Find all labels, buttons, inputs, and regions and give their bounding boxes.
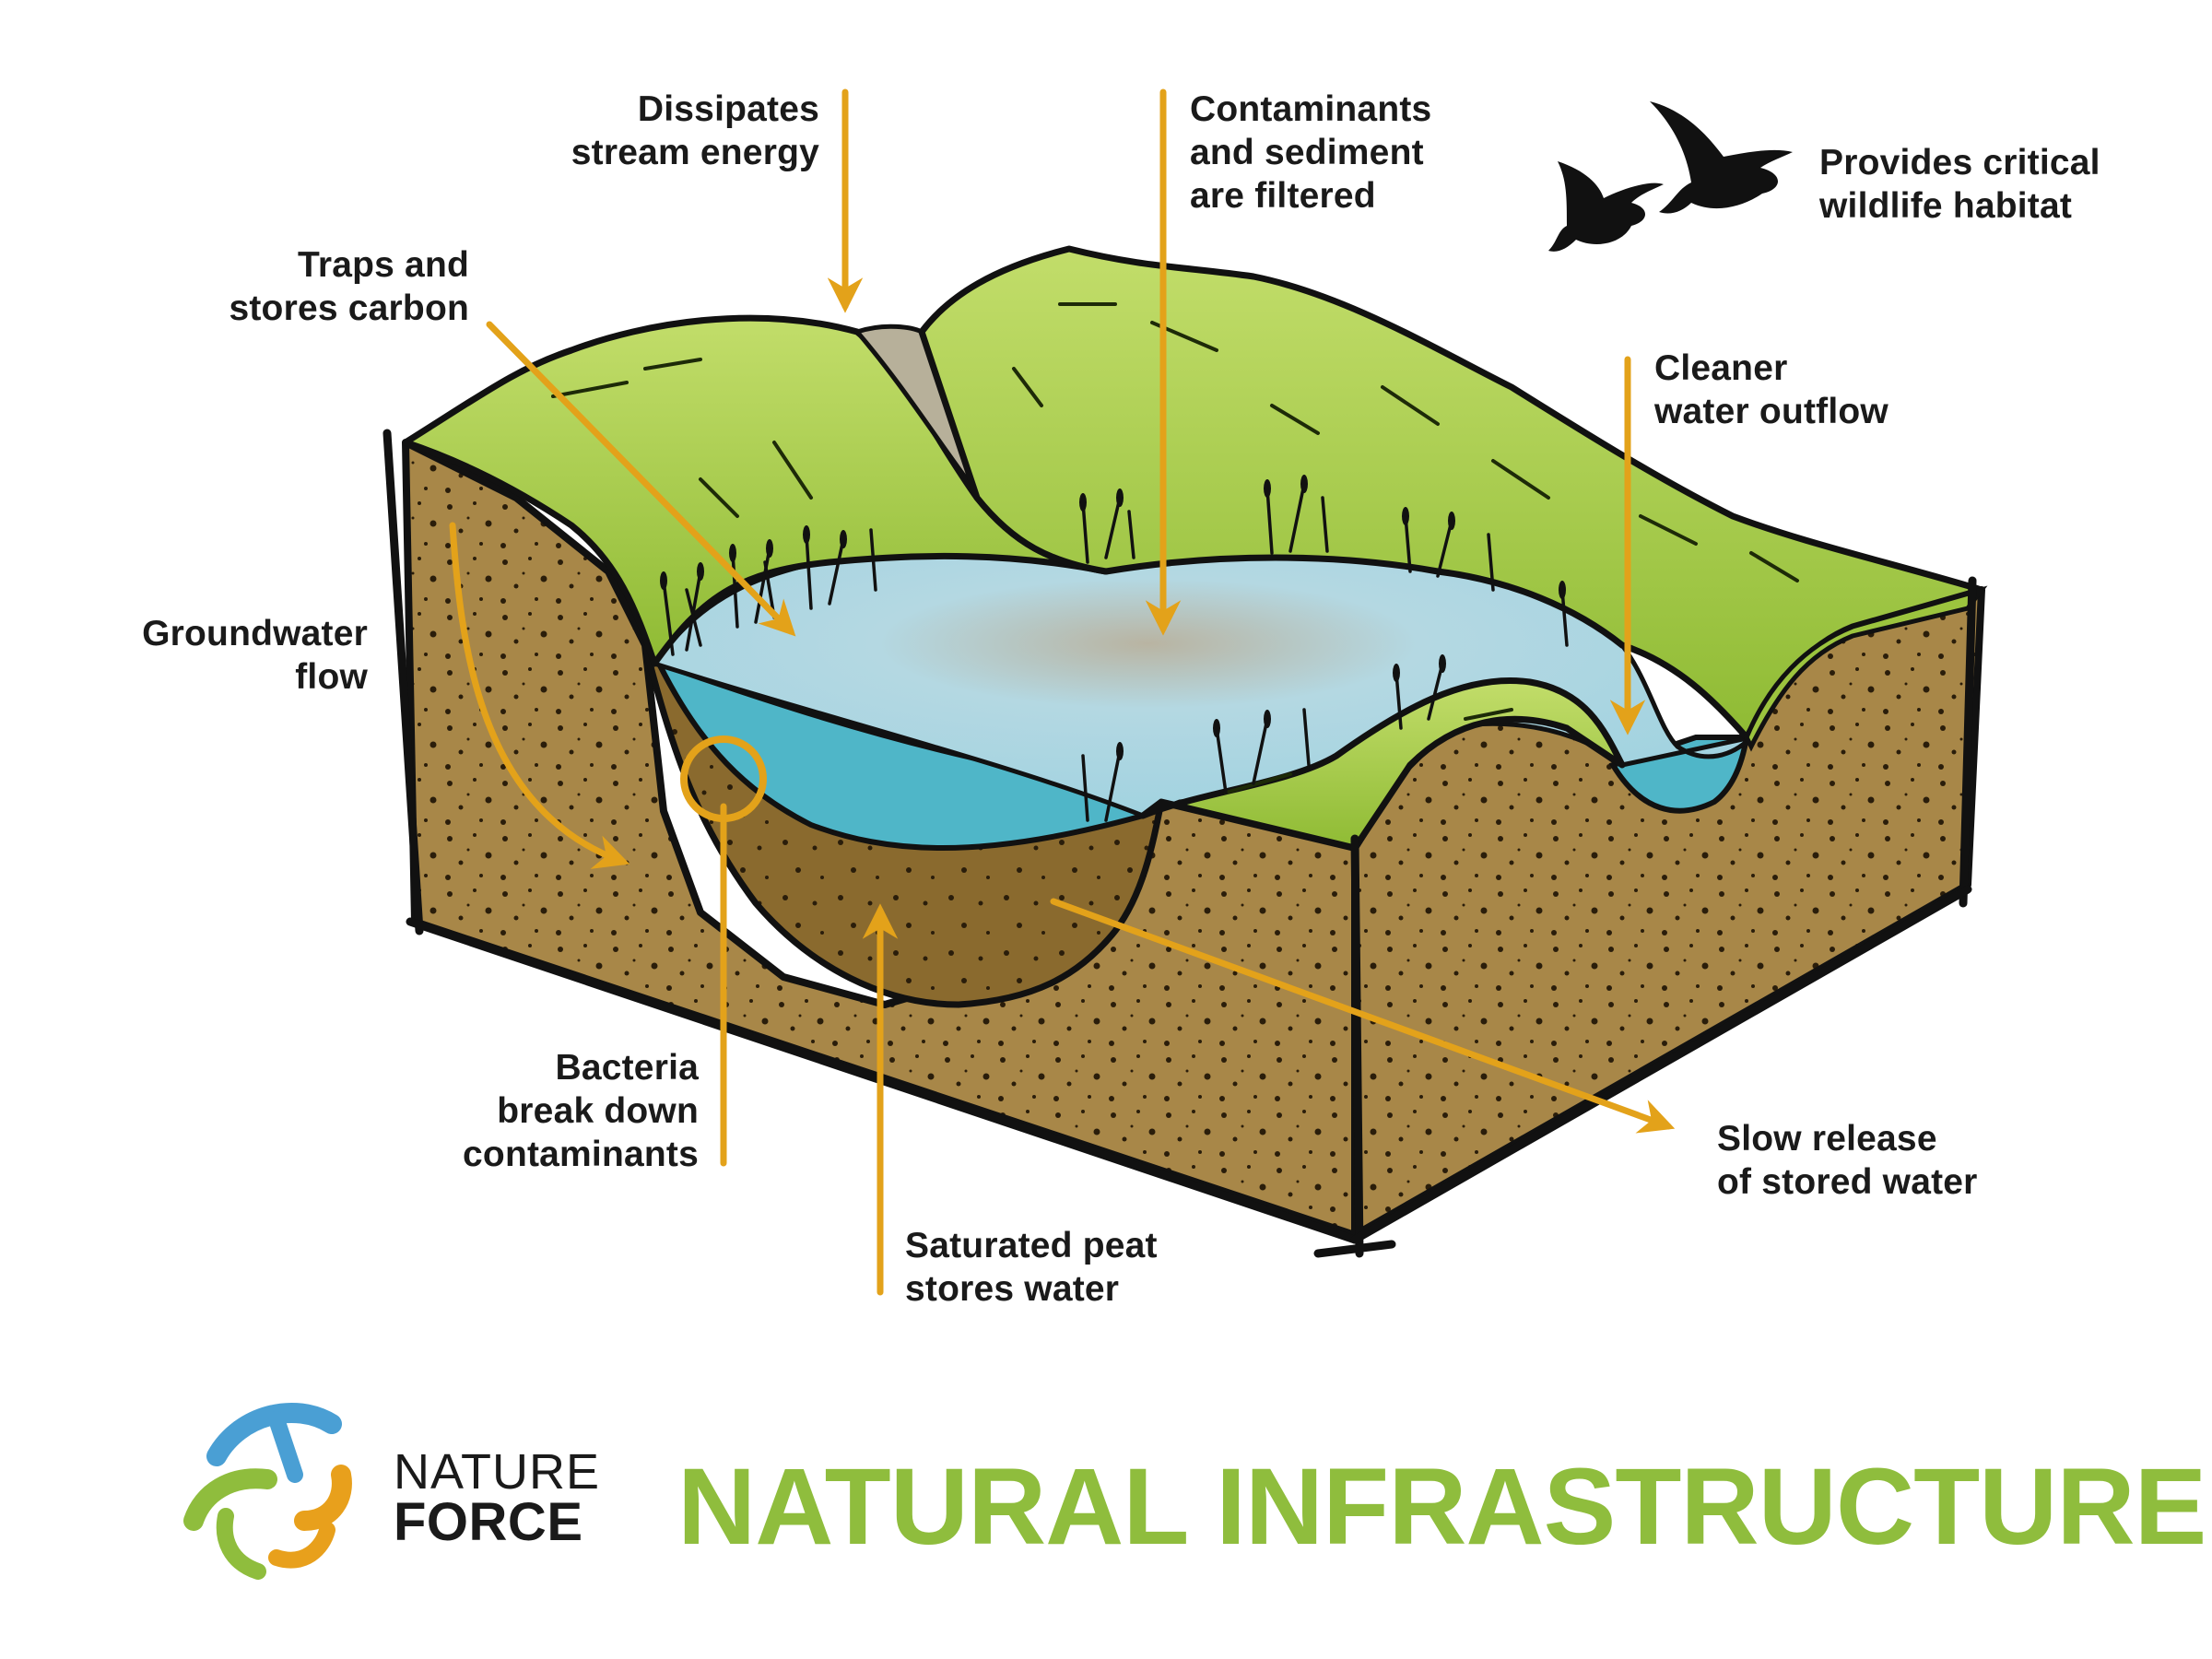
label-habitat: Provides critical wildlife habitat — [1819, 143, 2100, 226]
nature-force-logo-icon — [183, 1402, 352, 1580]
label-groundwater: Groundwater flow — [142, 614, 368, 697]
brand-name-line1: NATURE — [394, 1444, 601, 1500]
label-dissipates: Dissipates stream energy — [571, 89, 819, 172]
label-slow-release: Slow release of stored water — [1717, 1119, 1978, 1202]
duck-icon — [1650, 101, 1793, 214]
page-title: NATURAL INFRASTRUCTURE — [677, 1446, 2206, 1568]
label-bacteria: Bacteria break down contaminants — [463, 1048, 699, 1174]
label-carbon: Traps and stores carbon — [229, 245, 469, 328]
label-outflow: Cleaner water outflow — [1654, 348, 1888, 431]
annotation-arrows — [449, 88, 1676, 1296]
label-contaminants: Contaminants and sediment are filtered — [1190, 89, 1432, 216]
brand-name-line2: FORCE — [394, 1492, 583, 1552]
duck-icon — [1548, 161, 1664, 252]
bacteria-magnifier — [680, 735, 767, 822]
label-peat: Saturated peat stores water — [905, 1226, 1158, 1309]
water-cross-section — [653, 658, 1750, 851]
grass-hills — [402, 245, 1988, 852]
